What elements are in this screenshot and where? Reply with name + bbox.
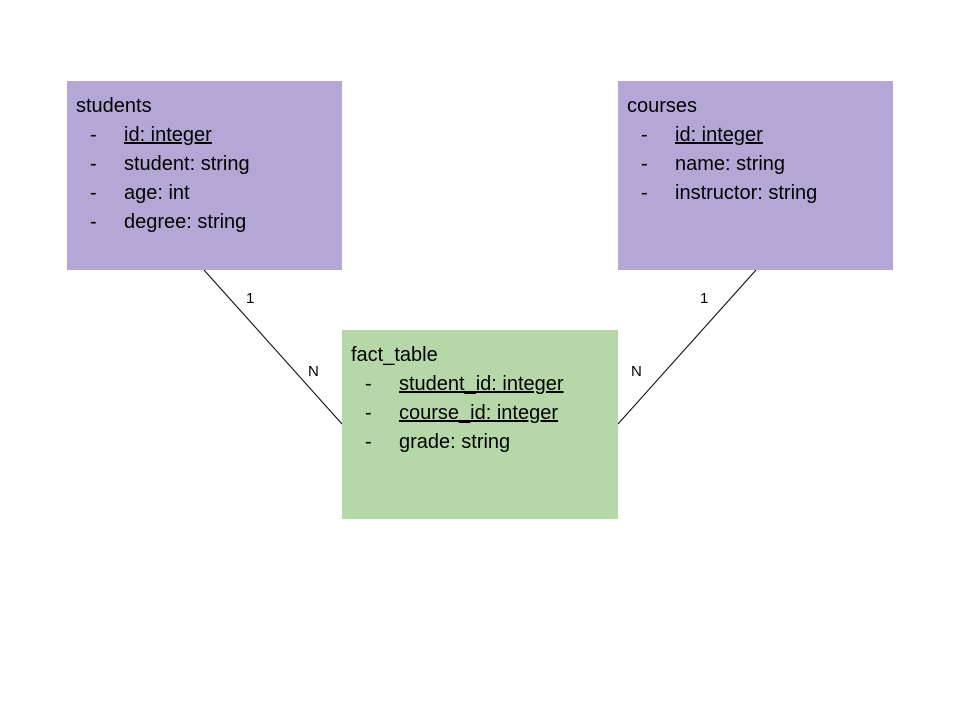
- field-label: student_id: integer: [399, 373, 564, 395]
- field-bullet: -: [90, 182, 97, 204]
- field-bullet: -: [365, 402, 372, 424]
- field-item: - age: int: [76, 179, 342, 208]
- field-item: - grade: string: [351, 428, 618, 457]
- field-item: - student_id: integer: [351, 370, 618, 399]
- field-item: - student: string: [76, 150, 342, 179]
- field-bullet: -: [90, 124, 97, 146]
- field-list: - id: integer - student: string - age: i…: [76, 121, 342, 237]
- field-label: name: string: [675, 153, 786, 175]
- field-item: - id: integer: [627, 121, 893, 150]
- field-bullet: -: [90, 211, 97, 233]
- field-label: degree: string: [124, 211, 247, 233]
- entity-courses[interactable]: courses - id: integer - name: string - i…: [618, 81, 893, 270]
- field-bullet: -: [641, 153, 648, 175]
- field-label: id: integer: [124, 124, 212, 146]
- field-item: - course_id: integer: [351, 399, 618, 428]
- field-bullet: -: [90, 153, 97, 175]
- field-label: student: string: [124, 153, 250, 175]
- cardinality-label-students-many: N: [308, 363, 319, 380]
- field-item: - name: string: [627, 150, 893, 179]
- field-label: age: int: [124, 182, 190, 204]
- field-label: grade: string: [399, 431, 511, 453]
- field-bullet: -: [365, 431, 372, 453]
- cardinality-label-students-one: 1: [246, 290, 255, 307]
- entity-title: students: [76, 95, 152, 117]
- cardinality-label-courses-many: N: [631, 363, 642, 380]
- field-label: instructor: string: [675, 182, 818, 204]
- field-label: id: integer: [675, 124, 763, 146]
- field-bullet: -: [641, 182, 648, 204]
- entity-title: fact_table: [351, 344, 438, 366]
- field-item: - degree: string: [76, 208, 342, 237]
- field-item: - id: integer: [76, 121, 342, 150]
- entity-title: courses: [627, 95, 698, 117]
- connector-courses-fact-table: [617, 269, 757, 425]
- cardinality-label-courses-one: 1: [700, 290, 709, 307]
- field-list: - student_id: integer - course_id: integ…: [351, 370, 618, 457]
- field-list: - id: integer - name: string - instructo…: [627, 121, 893, 208]
- field-bullet: -: [365, 373, 372, 395]
- field-item: - instructor: string: [627, 179, 893, 208]
- field-label: course_id: integer: [399, 402, 558, 424]
- connector-students-fact-table: [203, 269, 343, 425]
- entity-fact-table[interactable]: fact_table - student_id: integer - cours…: [342, 330, 618, 519]
- field-bullet: -: [641, 124, 648, 146]
- entity-students[interactable]: students - id: integer - student: string…: [67, 81, 342, 270]
